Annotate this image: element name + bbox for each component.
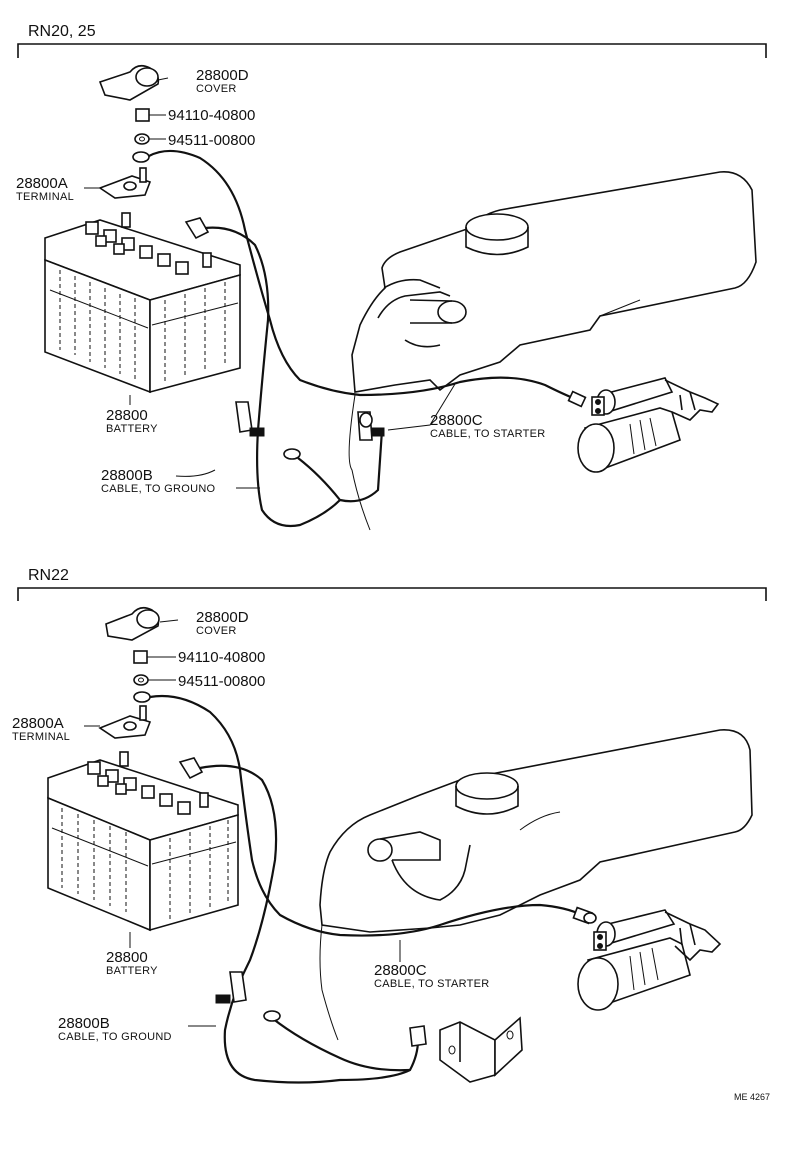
battery-part-name: BATTERY [106, 965, 158, 977]
cable-to-ground [184, 217, 385, 528]
cover-part-number: 28800D [196, 609, 249, 626]
battery [47, 751, 239, 932]
battery [44, 212, 241, 394]
engine-block [319, 729, 753, 1041]
ground-bracket [439, 1016, 523, 1083]
cable-to-starter [133, 691, 597, 937]
starter-motor [577, 377, 720, 473]
washer-part-number: 94511-00800 [168, 132, 255, 149]
terminal-part [84, 167, 152, 199]
section-rn20-25: RN20, 25 [16, 23, 767, 531]
section-bracket [17, 43, 767, 58]
cover-part-name: COVER [196, 625, 237, 637]
terminal-part-number: 28800A [16, 175, 68, 192]
washer-part [133, 674, 176, 686]
cover-part-number: 28800D [196, 67, 249, 84]
cable-starter-part-name: CABLE, TO STARTER [430, 428, 546, 440]
terminal-part [84, 705, 152, 739]
nut-part-number: 94110-40800 [178, 649, 265, 666]
battery-part-number: 28800 [106, 407, 148, 424]
cable-ground-part-number: 28800B [101, 467, 153, 484]
cover-part [105, 606, 179, 641]
terminal-part-number: 28800A [12, 715, 64, 732]
figure-code: ME 4267 [734, 1092, 770, 1102]
battery-part-name: BATTERY [106, 423, 158, 435]
cable-starter-part-number: 28800C [430, 412, 483, 429]
cable-ground-part-name: CABLE, TO GROUND [58, 1031, 172, 1043]
terminal-part-name: TERMINAL [16, 191, 74, 203]
engine-block [348, 171, 757, 531]
battery-part-number: 28800 [106, 949, 148, 966]
washer-part [134, 133, 166, 145]
cable-ground-part-name: CABLE, TO GROUNO [101, 483, 216, 495]
leader-starter [387, 383, 456, 431]
section-rn22: RN22 [12, 567, 767, 1084]
nut-part-number: 94110-40800 [168, 107, 255, 124]
section-title: RN20, 25 [28, 23, 96, 40]
nut-part [135, 108, 166, 122]
section-title: RN22 [28, 567, 69, 584]
starter-motor [577, 909, 722, 1011]
terminal-part-name: TERMINAL [12, 731, 70, 743]
leader-battery [175, 469, 216, 477]
cable-ground-part-number: 28800B [58, 1015, 110, 1032]
cable-starter-part-name: CABLE, TO STARTER [374, 978, 490, 990]
cover-part-name: COVER [196, 83, 237, 95]
section-bracket [17, 587, 767, 601]
cover-part [98, 64, 169, 101]
cable-to-starter [132, 149, 587, 408]
nut-part [133, 650, 176, 664]
washer-part-number: 94511-00800 [178, 673, 265, 690]
cable-starter-part-number: 28800C [374, 962, 427, 979]
cable-to-ground [178, 757, 427, 1084]
